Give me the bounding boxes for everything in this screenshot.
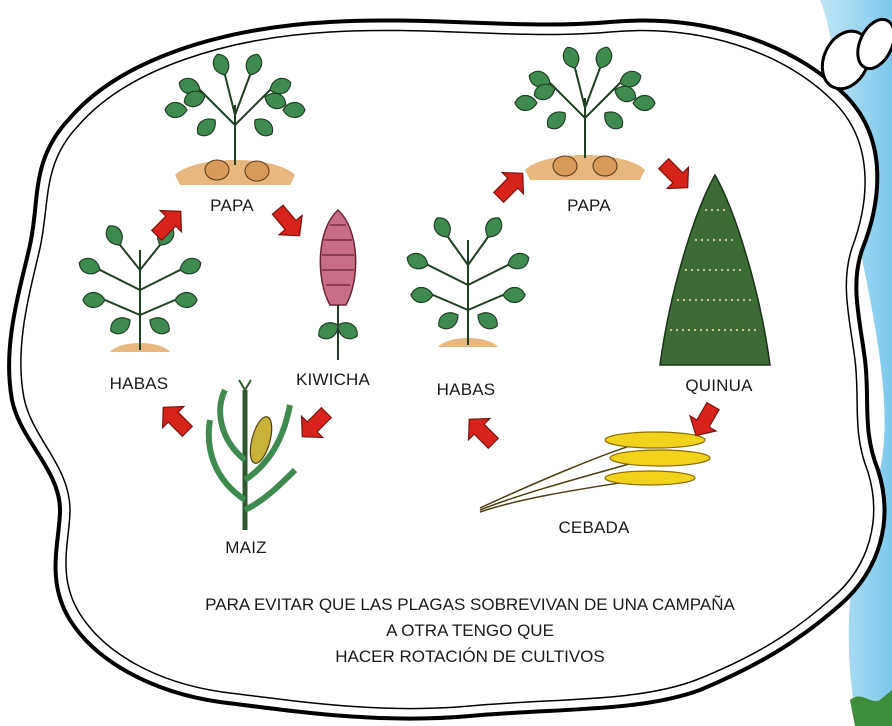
label-habas-left: HABAS bbox=[110, 374, 169, 394]
caption-line-1: PARA EVITAR QUE LAS PLAGAS SOBREVIVAN DE… bbox=[150, 592, 790, 618]
caption-line-3: HACER ROTACIÓN DE CULTIVOS bbox=[150, 644, 790, 670]
label-maiz: MAIZ bbox=[225, 538, 266, 558]
caption: PARA EVITAR QUE LAS PLAGAS SOBREVIVAN DE… bbox=[150, 592, 790, 670]
label-habas-right: HABAS bbox=[437, 380, 496, 400]
label-cebada: CEBADA bbox=[558, 518, 629, 538]
label-papa-right: PAPA bbox=[567, 196, 611, 216]
label-kiwicha: KIWICHA bbox=[296, 370, 370, 390]
label-quinua: QUINUA bbox=[685, 376, 752, 396]
caption-line-2: A OTRA TENGO QUE bbox=[150, 618, 790, 644]
label-papa-left: PAPA bbox=[210, 196, 254, 216]
